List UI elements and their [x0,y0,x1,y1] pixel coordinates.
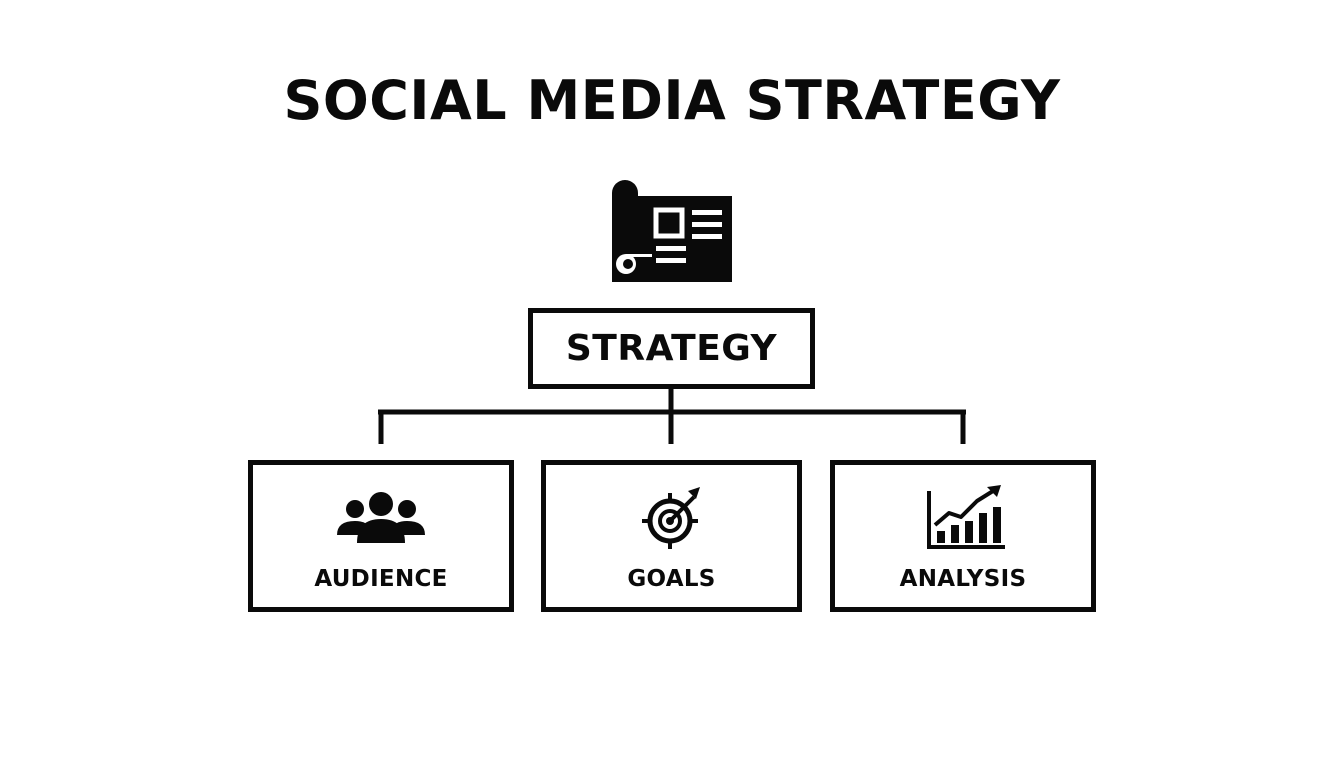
strategy-node-label: STRATEGY [565,328,778,369]
growth-chart-icon [927,485,1005,549]
analysis-node: ANALYSIS [830,460,1096,612]
goals-node-label: GOALS [627,566,716,592]
goals-node: GOALS [541,460,802,612]
blueprint-scroll-icon [612,180,732,282]
audience-group-icon [337,492,425,543]
audience-node-label: AUDIENCE [314,566,448,592]
analysis-node-label: ANALYSIS [899,566,1027,592]
diagram-title: SOCIAL MEDIA STRATEGY [283,69,1061,132]
audience-node: AUDIENCE [248,460,514,612]
target-arrow-icon [641,487,700,549]
strategy-node: STRATEGY [528,308,815,389]
